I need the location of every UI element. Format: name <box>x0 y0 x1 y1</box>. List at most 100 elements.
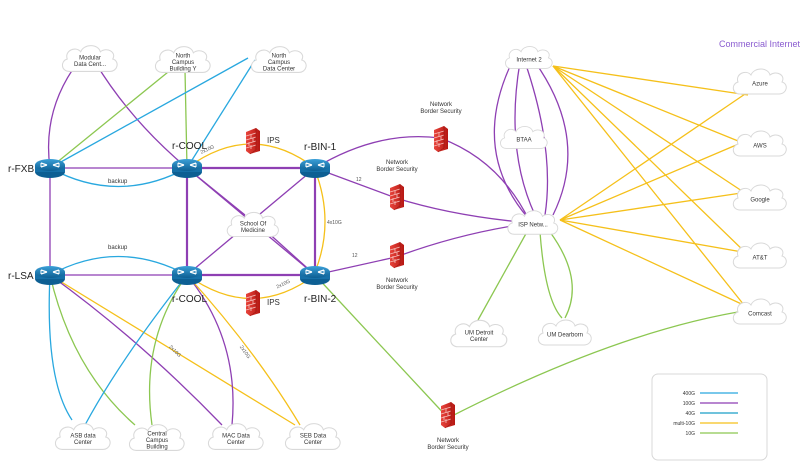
link-label-12-bottom: 12 <box>352 253 358 259</box>
link-nbs3-isp <box>395 224 519 258</box>
link-isp-azure <box>559 91 749 221</box>
firewall-ips-bottom[interactable]: IPS <box>246 289 280 317</box>
cloud-label: Campus <box>268 60 290 66</box>
link-backup-bottom <box>49 255 188 276</box>
link-northy-fxb <box>49 67 174 169</box>
router-label: r-FXB <box>8 164 34 175</box>
cloud-label: Modular <box>79 56 101 62</box>
router-bin2[interactable]: r-BIN-2 <box>299 265 337 305</box>
cloud-label: Comcast <box>748 312 772 318</box>
link-label-2x10g-a: 2x10G <box>167 344 182 359</box>
router-icon <box>171 265 203 286</box>
cloud-label: Azure <box>752 82 768 88</box>
router-icon <box>34 158 66 179</box>
firewall-icon <box>246 127 260 155</box>
link-lsa-mac <box>49 274 223 426</box>
link-isp-umdetroit <box>477 229 529 321</box>
cloud-label: UM Detroit <box>465 331 494 337</box>
link-cool-seb <box>186 274 301 426</box>
cloud-label: UM Dearborn <box>547 333 583 339</box>
link-isp-comcast <box>559 219 749 308</box>
cloud-comcast[interactable]: Comcast <box>732 298 787 325</box>
cloud-label: North <box>176 54 191 60</box>
router-fxb[interactable]: r-FXB <box>8 158 66 179</box>
router-label: r-COOL <box>172 141 207 152</box>
link-modular-cool <box>94 61 188 169</box>
link-label-2x10g-b: 2x10G <box>238 344 251 360</box>
router-label: r-COOL <box>172 294 207 305</box>
legend-item: 40G <box>686 411 738 417</box>
firewall-label: Network <box>386 160 409 166</box>
cloud-att[interactable]: AT&T <box>732 242 787 269</box>
cloud-label: Data Cent... <box>74 62 106 68</box>
firewall-label: Border Security <box>427 445 468 451</box>
firewall-ips-top[interactable]: IPS <box>246 127 280 155</box>
link-label-2x10g-top: 2x10G <box>200 144 216 156</box>
link-northdc-cool <box>186 59 256 169</box>
cloud-isp[interactable]: ISP Netw... <box>507 210 559 235</box>
firewall-icon <box>390 183 404 211</box>
legend-item: 100G <box>683 401 738 407</box>
link-isp-aws <box>559 139 749 221</box>
link-bin1-nbs1 <box>314 135 441 169</box>
cloud-label: Campus <box>172 60 194 66</box>
router-cool-bottom[interactable]: r-COOL <box>171 265 207 305</box>
cloud-internet2[interactable]: Internet 2 <box>504 45 553 69</box>
link-cool-central <box>148 274 188 426</box>
link-isp-umdearborn-b <box>549 231 573 319</box>
link-isp-umdearborn-a <box>539 231 563 319</box>
ips-label: IPS <box>267 298 280 307</box>
link-i2-comcast <box>552 65 749 311</box>
router-bin1[interactable]: r-BIN-1 <box>299 142 337 179</box>
cloud-aws[interactable]: AWS <box>732 130 787 157</box>
cloud-google[interactable]: Google <box>732 184 787 211</box>
link-isp-google <box>559 191 749 221</box>
cloud-label: ISP Netw... <box>518 223 548 229</box>
cloud-label: Building <box>146 445 167 451</box>
cloud-label: AWS <box>753 144 766 150</box>
cloud-um-dearborn[interactable]: UM Dearborn <box>537 319 592 346</box>
router-cool-top[interactable]: r-COOL <box>171 141 207 179</box>
cloud-azure[interactable]: Azure <box>732 68 787 95</box>
firewall-label: Network <box>437 438 460 444</box>
cloud-btaa[interactable]: BTAA <box>499 125 548 149</box>
link-label-4x10g: 4x10G <box>327 220 342 226</box>
cloud-label: Data Center <box>263 67 295 73</box>
link-lsa-asb <box>48 274 73 421</box>
link-nbs1-isp <box>439 137 531 223</box>
legend-item: 400G <box>683 391 738 397</box>
legend-label: 100G <box>683 401 695 407</box>
link-lsa-central <box>49 274 136 426</box>
firewall-icon <box>246 289 260 317</box>
backup-label-bottom: backup <box>108 245 128 251</box>
router-icon <box>299 265 331 286</box>
link-bin2-nbs4 <box>314 274 449 419</box>
link-i2-aws <box>552 65 749 146</box>
link-northdc-fxb <box>49 57 249 169</box>
link-i2-azure <box>552 65 749 96</box>
cloud-label: MAC Data <box>222 434 250 440</box>
router-icon <box>299 158 331 179</box>
cloud-label: Google <box>750 198 770 204</box>
firewall-label: Border Security <box>376 285 417 291</box>
link-label-12-top: 12 <box>356 177 362 183</box>
legend-label: multi-10G <box>673 421 695 427</box>
router-lsa[interactable]: r-LSA <box>8 265 66 286</box>
